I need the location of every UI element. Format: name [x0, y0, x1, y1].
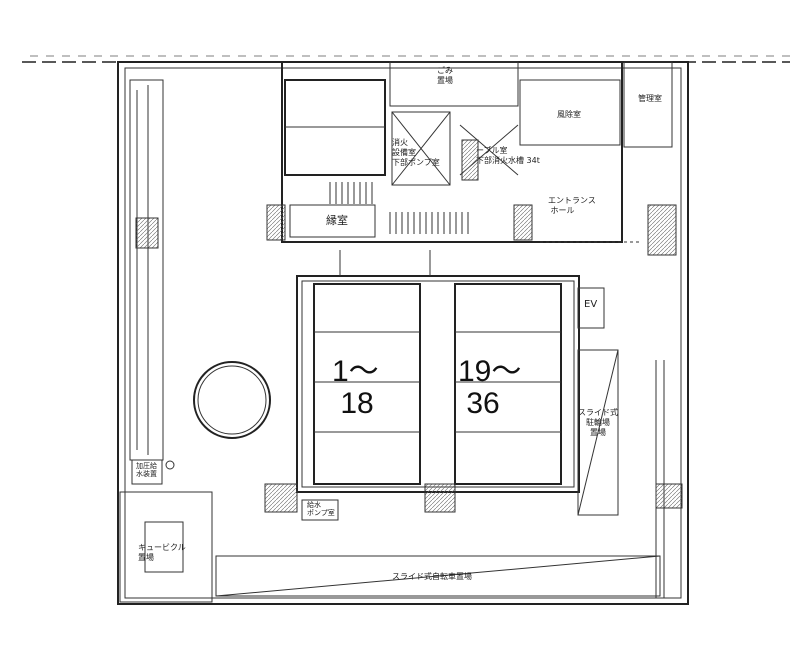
label-ev: EV: [584, 299, 598, 310]
label-entrance-hall: エントランス ホール: [548, 196, 596, 215]
label-water-tank: ーブル室 下部消火水槽 34t: [476, 146, 540, 165]
west-corridor: [129, 79, 164, 461]
label-garbage: ごみ 置場: [437, 66, 453, 85]
slide-parking-room: [577, 349, 619, 516]
label-slide-parking-room: スライド式 駐輪場 置場: [578, 408, 618, 437]
turntable: [193, 361, 271, 439]
south-area: [119, 459, 661, 603]
label-slide-bike-area: スライド式自転車置場: [392, 572, 472, 581]
label-management: 管理室: [638, 94, 662, 103]
parking-range-left: 1～ 18: [332, 355, 379, 420]
north-block: [266, 61, 673, 243]
label-booster-pump: 給水 ポンプ室: [307, 501, 335, 517]
label-cubicle: キュービクル 置場: [138, 543, 186, 562]
label-fire-pump: 消火 設備室 下部ポンプ室: [392, 138, 440, 167]
label-wind-chamber: 風除室: [557, 110, 581, 119]
label-waiting-room: 縁室: [326, 214, 348, 227]
east-corridor: [647, 204, 683, 598]
parking-range-right: 19～ 36: [458, 355, 522, 420]
label-pressure-pump: 加圧給 水装置: [136, 462, 157, 478]
